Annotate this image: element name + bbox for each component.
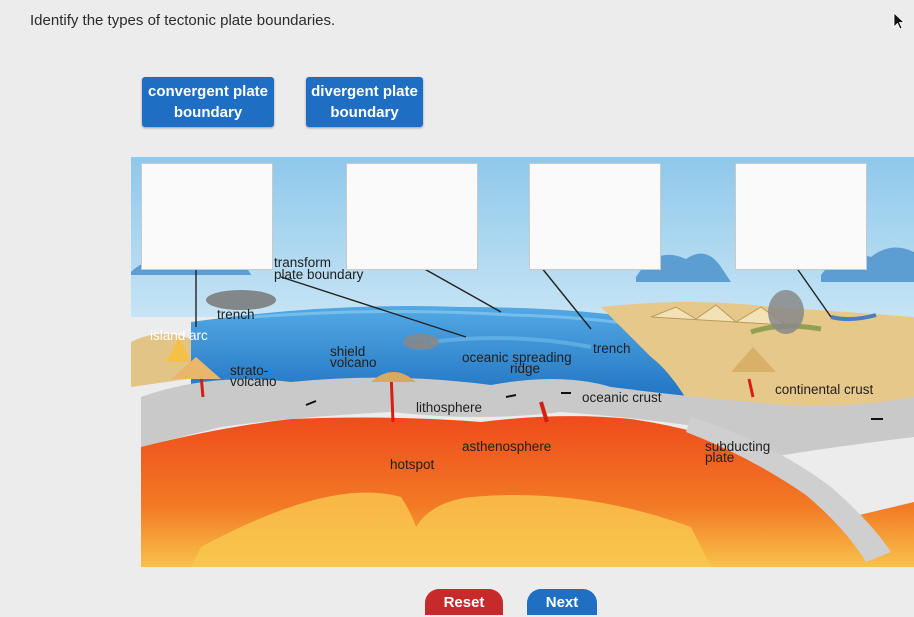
label-trench-right: trench bbox=[593, 341, 631, 356]
label-shield: shield bbox=[330, 344, 366, 359]
question-text: Identify the types of tectonic plate bou… bbox=[30, 12, 336, 29]
drop-target-2[interactable] bbox=[346, 163, 478, 270]
divergent-boundary-chip[interactable]: divergent plate boundary bbox=[306, 77, 423, 127]
continental-volcano bbox=[731, 347, 776, 372]
label-ridge: ridge bbox=[510, 361, 541, 376]
label-transform: transform bbox=[274, 255, 332, 270]
label-island-arc: island arc bbox=[150, 328, 208, 343]
drop-target-3[interactable] bbox=[529, 163, 661, 270]
label-hotspot: hotspot bbox=[390, 457, 435, 472]
chip-label-line1: divergent plate bbox=[311, 83, 418, 100]
label-trench-left: trench bbox=[217, 307, 255, 322]
label-oceanic-crust: oceanic crust bbox=[582, 390, 662, 405]
chip-label-line2: boundary bbox=[330, 104, 399, 121]
next-button[interactable]: Next bbox=[527, 589, 597, 615]
lithosphere-band bbox=[141, 377, 914, 457]
shield-volcano bbox=[371, 372, 416, 382]
label-shield-volcano: volcano bbox=[330, 355, 377, 370]
label-subducting: subducting bbox=[705, 439, 771, 454]
chip-label-line2: boundary bbox=[173, 104, 243, 121]
stratovolcano bbox=[171, 357, 221, 379]
reset-button[interactable]: Reset bbox=[425, 589, 503, 615]
label-subducting-plate: plate bbox=[705, 450, 735, 465]
label-plate-boundary: plate boundary bbox=[274, 267, 364, 282]
chip-label-line1: convergent plate bbox=[147, 83, 269, 100]
label-strato-volcano: volcano bbox=[230, 374, 277, 389]
drop-target-4[interactable] bbox=[735, 163, 867, 270]
drop-target-1[interactable] bbox=[141, 163, 273, 270]
cloud bbox=[821, 247, 914, 282]
label-oceanic-spreading: oceanic spreading bbox=[462, 350, 572, 365]
convergent-boundary-chip[interactable]: convergent plate boundary bbox=[142, 77, 274, 127]
subducting-slab bbox=[686, 417, 891, 562]
label-asthenosphere: asthenosphere bbox=[462, 439, 552, 454]
label-lithosphere: lithosphere bbox=[416, 400, 483, 415]
label-continental-crust: continental crust bbox=[775, 382, 874, 397]
mouse-pointer-icon bbox=[893, 12, 905, 30]
label-strato: strato- bbox=[230, 363, 269, 378]
island-arc-volcano bbox=[166, 337, 191, 362]
